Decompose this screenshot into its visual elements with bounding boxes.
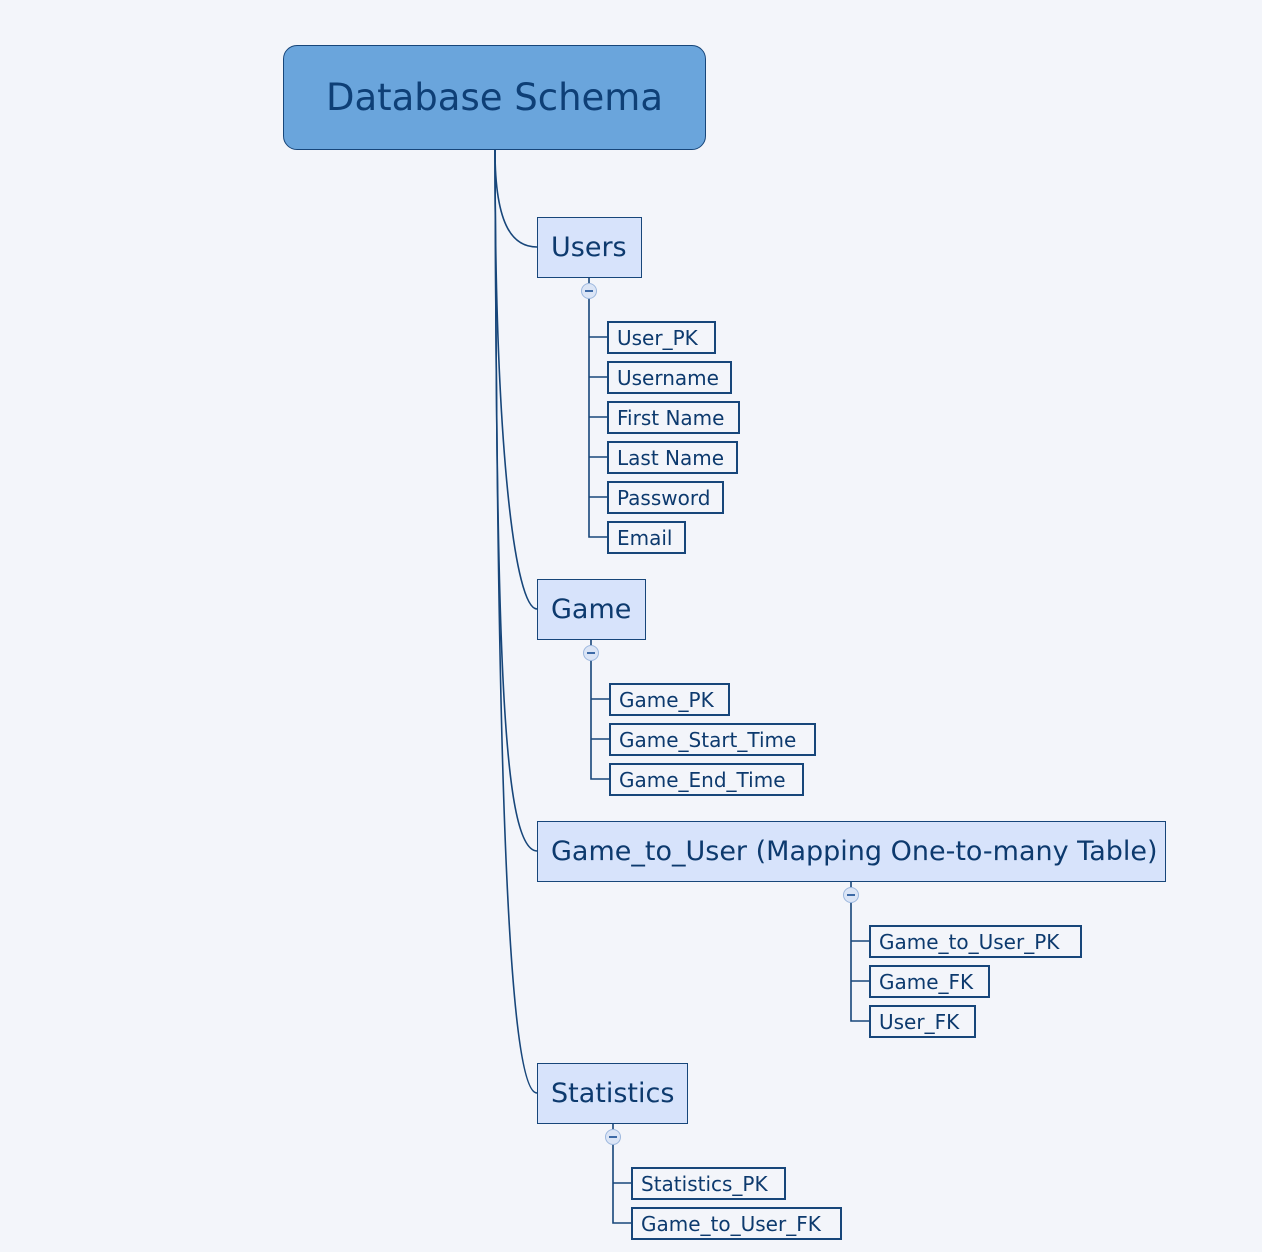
field-node[interactable]: Statistics_PK	[631, 1167, 786, 1200]
connector-root-game	[494, 149, 538, 610]
field-label: Last Name	[617, 445, 725, 470]
field-node[interactable]: Game_PK	[609, 683, 730, 716]
connector-root-game-to-user	[494, 149, 538, 852]
connector-users-fields	[588, 299, 607, 538]
field-label: Game_Start_Time	[619, 727, 797, 752]
field-label: Game_End_Time	[619, 767, 786, 792]
table-node-users[interactable]: Users	[537, 217, 642, 278]
table-label: Game_to_User (Mapping One-to-many Table)	[551, 836, 1158, 867]
collapse-toggle-statistics-icon[interactable]	[605, 1129, 621, 1145]
table-label: Statistics	[551, 1078, 675, 1109]
field-label: Game_to_User_PK	[879, 929, 1060, 954]
field-label: User_PK	[617, 325, 698, 350]
field-node[interactable]: Password	[607, 481, 724, 514]
field-label: Email	[617, 525, 673, 550]
table-node-statistics[interactable]: Statistics	[537, 1063, 688, 1124]
connector-root-statistics	[494, 149, 538, 1094]
field-label: Game_PK	[619, 687, 714, 712]
field-node[interactable]: Game_Start_Time	[609, 723, 816, 756]
table-label: Game	[551, 594, 632, 625]
field-node[interactable]: User_FK	[869, 1005, 976, 1038]
field-label: First Name	[617, 405, 725, 430]
field-node[interactable]: Username	[607, 361, 732, 394]
table-node-game-to-user[interactable]: Game_to_User (Mapping One-to-many Table)	[537, 821, 1166, 882]
field-label: Password	[617, 485, 711, 510]
field-label: Game_FK	[879, 969, 974, 994]
field-node[interactable]: User_PK	[607, 321, 716, 354]
field-node[interactable]: Game_FK	[869, 965, 990, 998]
connector-game-fields	[590, 661, 609, 780]
field-node[interactable]: Email	[607, 521, 686, 554]
field-label: User_FK	[879, 1009, 960, 1034]
table-label: Users	[551, 232, 627, 263]
field-label: Game_to_User_FK	[641, 1211, 821, 1236]
field-node[interactable]: Game_End_Time	[609, 763, 804, 796]
field-label: Username	[617, 365, 719, 390]
collapse-toggle-game-icon[interactable]	[583, 645, 599, 661]
root-node[interactable]: Database Schema	[283, 45, 706, 150]
field-node[interactable]: First Name	[607, 401, 740, 434]
connector-game-to-user-fields	[850, 903, 869, 1022]
connector-statistics-fields	[612, 1145, 631, 1224]
table-node-game[interactable]: Game	[537, 579, 646, 640]
collapse-toggle-users-icon[interactable]	[581, 283, 597, 299]
field-node[interactable]: Game_to_User_FK	[631, 1207, 842, 1240]
connector-root-users	[494, 149, 538, 248]
collapse-toggle-game-to-user-icon[interactable]	[843, 887, 859, 903]
field-label: Statistics_PK	[641, 1171, 768, 1196]
field-node[interactable]: Game_to_User_PK	[869, 925, 1082, 958]
field-node[interactable]: Last Name	[607, 441, 738, 474]
root-label: Database Schema	[325, 76, 664, 119]
